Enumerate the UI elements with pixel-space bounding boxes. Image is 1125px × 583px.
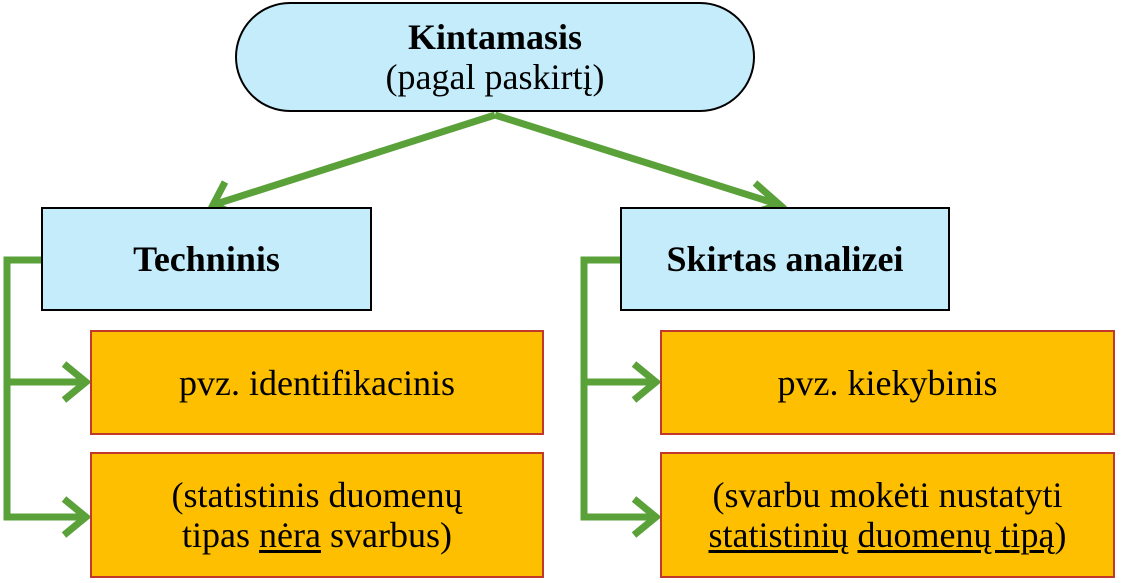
category-techninis-label: Techninis <box>133 239 280 279</box>
root-subtitle: (pagal paskirtį) <box>385 57 605 97</box>
leaf-right-note-line1: (svarbu mokėti nustatyti <box>712 475 1063 515</box>
category-analizei: Skirtas analizei <box>620 207 950 311</box>
leaf-right-note-line2: statistinių duomenų tipą) <box>708 515 1067 555</box>
root-title: Kintamasis <box>407 17 583 57</box>
leaf-kiekybinis-text: pvz. kiekybinis <box>777 362 998 403</box>
arrowhead-left-2 <box>61 496 92 538</box>
bracket-left <box>3 256 86 521</box>
leaf-identifikacinis: pvz. identifikacinis <box>90 330 544 435</box>
leaf-right-note: (svarbu mokėti nustatyti statistinių duo… <box>660 452 1115 578</box>
emphasis-statistiniu: statistinių <box>708 515 849 555</box>
arrow-root-to-techninis <box>211 111 497 209</box>
arrowhead-right-2 <box>631 496 662 538</box>
category-analizei-label: Skirtas analizei <box>666 239 904 279</box>
leaf-identifikacinis-text: pvz. identifikacinis <box>179 362 455 403</box>
emphasis-duomenu-tipa: duomenų tipą <box>857 515 1055 555</box>
bracket-right <box>580 256 656 521</box>
emphasis-nera: nėra <box>259 515 321 555</box>
leaf-left-note-line2: tipas nėra svarbus) <box>182 515 452 555</box>
leaf-kiekybinis: pvz. kiekybinis <box>660 330 1115 435</box>
arrowhead-right-1 <box>631 361 662 403</box>
arrow-root-to-analizei <box>493 111 782 209</box>
category-techninis: Techninis <box>41 207 372 311</box>
leaf-left-note: (statistinis duomenų tipas nėra svarbus) <box>90 452 544 578</box>
leaf-left-note-line1: (statistinis duomenų <box>171 475 463 515</box>
arrowhead-left-1 <box>61 361 92 403</box>
root-node: Kintamasis (pagal paskirtį) <box>235 2 755 112</box>
